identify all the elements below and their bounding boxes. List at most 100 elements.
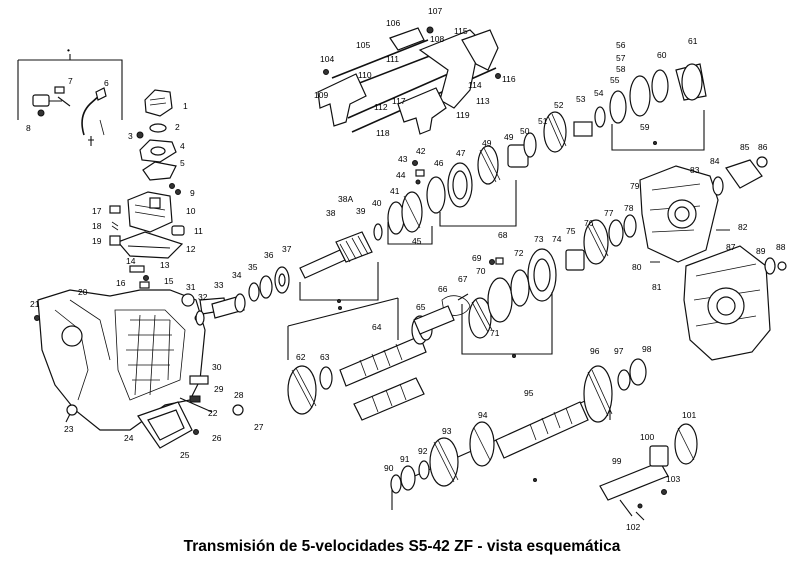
part-label-86: 86 xyxy=(758,142,768,152)
transmission-case xyxy=(34,289,206,431)
part-label-66: 66 xyxy=(438,284,448,294)
part-label-75: 75 xyxy=(566,226,576,236)
part-label-54: 54 xyxy=(594,88,604,98)
part-label-115: 115 xyxy=(454,26,468,36)
part-label-107: 107 xyxy=(428,6,442,16)
part-label-95: 95 xyxy=(524,388,534,398)
part-label-57: 57 xyxy=(616,53,626,63)
part-label-36: 36 xyxy=(264,250,274,260)
part-label-6: 6 xyxy=(104,78,109,88)
part-label-58: 58 xyxy=(616,64,626,74)
part-label-19: 19 xyxy=(92,236,102,246)
part-label-63: 63 xyxy=(320,352,330,362)
part-label-55: 55 xyxy=(610,75,620,85)
part-label-32: 32 xyxy=(198,292,208,302)
part-label-77: 77 xyxy=(604,208,614,218)
part-label-20: 20 xyxy=(78,287,88,297)
part-label-103: 103 xyxy=(666,474,680,484)
shift-lever-group: • xyxy=(17,45,185,289)
part-label-42: 42 xyxy=(416,146,426,156)
input-shaft-group xyxy=(194,223,383,326)
part-label-5: 5 xyxy=(180,158,185,168)
part-label-33: 33 xyxy=(214,280,224,290)
part-label-56: 56 xyxy=(616,40,626,50)
side-cover xyxy=(137,375,244,449)
mainshaft-upper-gears xyxy=(387,63,707,245)
part-label-12: 12 xyxy=(186,244,196,254)
part-label-65: 65 xyxy=(416,302,426,312)
part-label-9: 9 xyxy=(190,188,195,198)
countershaft-group xyxy=(287,297,698,521)
part-label-40: 40 xyxy=(372,198,382,208)
part-label-3: 3 xyxy=(128,131,133,141)
part-label-64: 64 xyxy=(372,322,382,332)
part-label-14: 14 xyxy=(126,256,136,266)
part-label-39: 39 xyxy=(356,206,366,216)
part-label-80: 80 xyxy=(632,262,642,272)
part-label-88: 88 xyxy=(776,242,786,252)
part-label-46: 46 xyxy=(434,158,444,168)
part-label-59: 59 xyxy=(640,122,650,132)
part-label-28: 28 xyxy=(234,390,244,400)
part-label-4: 4 xyxy=(180,141,185,151)
part-label-87: 87 xyxy=(726,242,736,252)
part-label-16: 16 xyxy=(116,278,126,288)
part-label-116: 116 xyxy=(502,74,516,84)
part-label-97: 97 xyxy=(614,346,624,356)
part-label-71: 71 xyxy=(490,328,500,338)
part-label-85: 85 xyxy=(740,142,750,152)
part-label-84: 84 xyxy=(710,156,720,166)
part-label-104: 104 xyxy=(320,54,334,64)
part-label-114: 114 xyxy=(468,80,482,90)
part-label-110: 110 xyxy=(358,70,372,80)
part-label-96: 96 xyxy=(590,346,600,356)
part-label-2: 2 xyxy=(175,122,180,132)
part-label-60: 60 xyxy=(657,50,667,60)
part-label-118: 118 xyxy=(376,128,390,138)
part-label-44: 44 xyxy=(396,170,406,180)
part-label-38a: 38A xyxy=(338,194,353,204)
part-label-17: 17 xyxy=(92,206,102,216)
part-label-101: 101 xyxy=(682,410,696,420)
part-label-37: 37 xyxy=(282,244,292,254)
part-label-50: 50 xyxy=(520,126,530,136)
part-label-30: 30 xyxy=(212,362,222,372)
part-label-38: 38 xyxy=(326,208,336,218)
part-label-76: 76 xyxy=(584,218,594,228)
part-label-45: 45 xyxy=(412,236,422,246)
part-label-13: 13 xyxy=(160,260,170,270)
part-label-15: 15 xyxy=(164,276,174,286)
part-label-53: 53 xyxy=(576,94,586,104)
part-label-26: 26 xyxy=(212,433,222,443)
part-label-112: 112 xyxy=(374,102,388,112)
part-label-93: 93 xyxy=(442,426,452,436)
part-label-67: 67 xyxy=(458,274,468,284)
shift-forks-group xyxy=(317,26,501,135)
part-label-105: 105 xyxy=(356,40,370,50)
part-label-22: 22 xyxy=(208,408,218,418)
part-label-27: 27 xyxy=(254,422,264,432)
part-label-41: 41 xyxy=(390,186,400,196)
part-label-81: 81 xyxy=(652,282,662,292)
part-label-72: 72 xyxy=(514,248,524,258)
part-label-102: 102 xyxy=(626,522,640,532)
part-label-49b: 49 xyxy=(504,132,514,142)
part-label-108: 108 xyxy=(430,34,444,44)
group-bullet: • xyxy=(67,45,70,55)
part-label-43: 43 xyxy=(398,154,408,164)
part-label-69: 69 xyxy=(472,253,482,263)
part-label-117: 117 xyxy=(392,96,406,106)
part-label-92: 92 xyxy=(418,446,428,456)
part-label-91: 91 xyxy=(400,454,410,464)
part-label-35: 35 xyxy=(248,262,258,272)
part-label-7: 7 xyxy=(68,76,73,86)
part-label-24: 24 xyxy=(124,433,134,443)
part-label-1: 1 xyxy=(183,101,188,111)
part-label-78: 78 xyxy=(624,203,634,213)
part-label-79: 79 xyxy=(630,181,640,191)
part-label-99: 99 xyxy=(612,456,622,466)
part-label-94: 94 xyxy=(478,410,488,420)
part-label-23: 23 xyxy=(64,424,74,434)
part-label-18: 18 xyxy=(92,221,102,231)
rear-housing-group xyxy=(639,156,787,361)
